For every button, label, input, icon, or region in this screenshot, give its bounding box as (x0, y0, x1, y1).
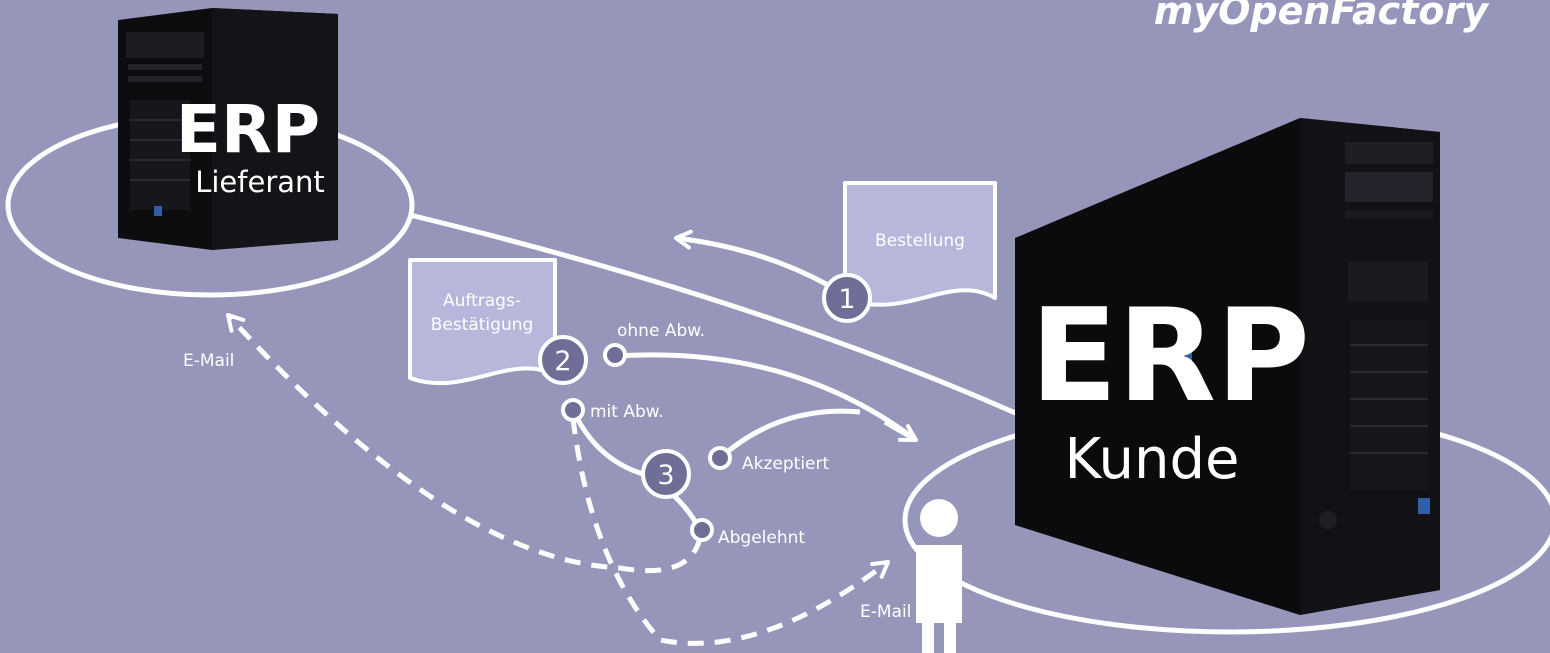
person-icon (916, 499, 962, 653)
label-rejected: Abgelehnt (718, 528, 805, 548)
supplier-erp-title: ERP (176, 91, 320, 168)
customer-erp-title: ERP (1030, 282, 1310, 431)
step-3-number: 3 (657, 460, 674, 491)
customer-arrow (883, 419, 918, 443)
customer-server-tower (1015, 118, 1440, 615)
node-with-deviation (561, 398, 585, 422)
confirmation-document-label-line2: Bestätigung (431, 315, 534, 335)
email-to-supplier-arrow (226, 313, 703, 574)
node-accepted (708, 446, 732, 470)
customer-role-label: Kunde (1065, 427, 1240, 492)
step-1-number: 1 (838, 284, 855, 315)
order-document-label: Bestellung (875, 231, 965, 251)
step-2-circle (538, 335, 588, 385)
label-accepted: Akzeptiert (742, 454, 829, 474)
label-with-deviation: mit Abw. (590, 402, 664, 422)
node-without-deviation (603, 343, 627, 367)
email-to-customer-arrow (570, 417, 890, 646)
connection-line (409, 212, 1022, 418)
step-2-number: 2 (554, 346, 571, 377)
label-email-supplier: E-Mail (183, 351, 234, 371)
label-email-customer: E-Mail (860, 602, 911, 622)
confirmation-document-label-line1: Auftrags- (443, 291, 521, 311)
step-3-circle (641, 449, 691, 499)
node-rejected (690, 518, 714, 542)
label-without-deviation: ohne Abw. (617, 321, 705, 341)
branch-without-deviation-line (616, 352, 918, 442)
supplier-role-label: Lieferant (195, 165, 325, 199)
branch-accepted-line (718, 408, 861, 460)
order-arrow (674, 229, 830, 288)
brand-logo: myOpenFactory (1154, 0, 1490, 33)
step-1-circle (822, 273, 872, 323)
supplier-server-tower (118, 8, 338, 250)
